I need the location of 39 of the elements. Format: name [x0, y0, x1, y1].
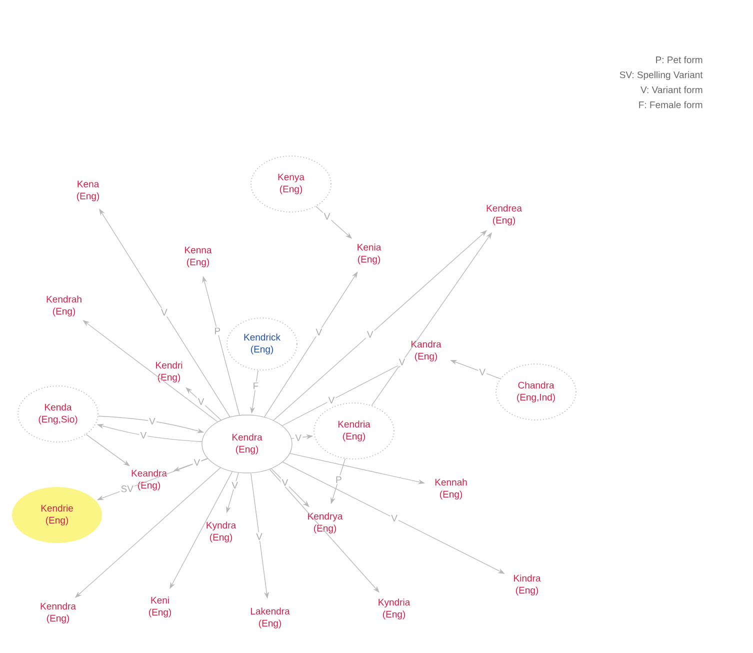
edge-label: P — [334, 475, 343, 484]
name-label: Kendrah (Eng) — [46, 296, 82, 316]
edge-label: V — [322, 212, 332, 221]
edge-label: V — [192, 458, 202, 467]
edge-label: V — [294, 434, 303, 442]
legend-text: V: Variant form — [640, 86, 702, 94]
edge-label: V — [366, 330, 374, 339]
legend-text: P: Pet form — [656, 56, 702, 64]
edge-label: V — [148, 416, 156, 426]
edge-label: SV — [120, 484, 134, 494]
name-label: Kendrya (Eng) — [308, 512, 343, 534]
edge-label: F — [252, 382, 260, 390]
edge-label: V — [255, 532, 264, 541]
name-label: Kenna (Eng) — [185, 246, 212, 268]
name-label: Kandra (Eng) — [411, 340, 442, 362]
name-label: Kenia (Eng) — [358, 244, 382, 264]
name-label: Kindra (Eng) — [514, 574, 541, 596]
name-label: Kyndria (Eng) — [378, 598, 410, 620]
edge-label: V — [280, 478, 290, 487]
edge-label: V — [398, 358, 406, 366]
name-label: Kendrea (Eng) — [486, 204, 522, 226]
legend-text: SV: Spelling Variant — [620, 71, 703, 80]
edge-label: V — [139, 431, 148, 440]
name-label: Kyndra (Eng) — [206, 522, 236, 542]
name-label: Keni (Eng) — [148, 596, 172, 618]
name-label: Kenndra (Eng) — [40, 602, 76, 624]
edge-label: V — [327, 396, 336, 404]
edge-label: V — [230, 480, 239, 490]
edge-label: V — [478, 368, 487, 376]
legend-text: F: Female form — [639, 101, 702, 108]
edge-label: V — [160, 308, 168, 316]
name-label: Lakendra (Eng) — [250, 608, 290, 628]
edge-label: V — [196, 397, 206, 406]
name-label: Kennah (Eng) — [435, 478, 467, 500]
edge-label: P — [213, 326, 222, 336]
edge-label: V — [314, 328, 324, 336]
name-label: Kena (Eng) — [76, 180, 100, 202]
edge-label: V — [390, 514, 398, 522]
name-label: Kendri (Eng) — [156, 362, 182, 382]
